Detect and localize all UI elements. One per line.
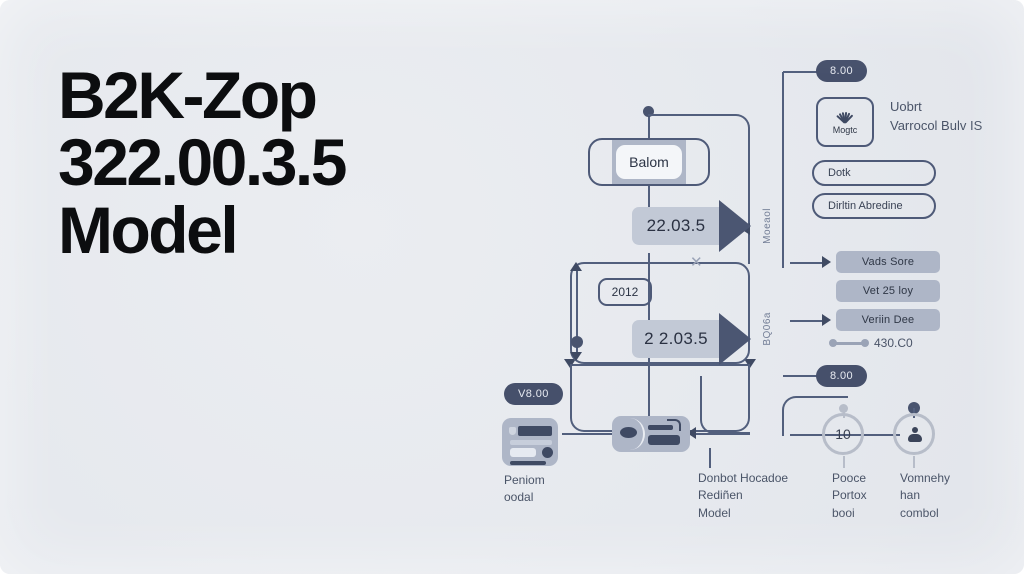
right-bottom-badge[interactable]: 8.00 [816,365,868,387]
arrowhead-mid-in [687,427,696,439]
circle-user[interactable] [893,413,935,455]
right-heading: Uobrt Varrocol Bulv IS [890,99,983,133]
edge-outer-right-rail [648,114,750,264]
right-top-badge[interactable]: 8.00 [816,60,868,82]
bar-button-3[interactable]: Veriin Dee [836,309,940,331]
vertical-label-lower: BQ06a [762,312,773,346]
node-hook [667,419,681,431]
card-bar-3 [510,448,536,457]
node-ellipse [620,427,637,438]
card-bar-4 [510,461,546,465]
arrowhead-left-up [570,262,582,271]
node-balom-label: Balom [616,145,682,179]
bar-button-2[interactable]: Vet 25 loy [836,280,940,302]
bar-button-2-label: Vet 25 loy [862,285,914,297]
arrowhead-rail-left [564,359,576,368]
node-bar-1 [648,425,673,430]
edge-circle-user-tail [913,456,915,468]
node-year-pill[interactable]: 2012 [598,278,652,306]
person-body [907,433,922,442]
arrow-lower-tip [719,313,751,365]
slider-knob-left[interactable] [829,339,837,347]
left-version-badge[interactable]: V8.00 [504,383,563,405]
edge-right-spine-top [782,72,806,268]
card-bar-2 [510,440,552,445]
bar-button-1[interactable]: Vads Sore [836,251,940,273]
arrow-lower-label: 2 2.03.5 [632,320,720,358]
card-bar-1 [518,426,552,436]
edge-top-dot [643,106,654,117]
edge-bottom-rail [570,364,750,366]
node-swoosh [615,418,645,450]
person-icon [907,426,922,442]
pill-button-1[interactable]: Dotk [812,160,936,186]
arrow-upper-label: 22.03.5 [632,207,720,245]
circle-user-caption: Vomnehy han combol [900,471,951,520]
slider-knob-right[interactable] [861,339,869,347]
edge-left-updown [576,268,578,358]
edge-right-bottom-rail [782,396,848,436]
circle-count[interactable]: 10 [822,413,864,455]
edge-circle-count-tail [843,456,845,468]
slider-track[interactable] [829,339,869,347]
card-tab [509,427,516,435]
node-balom[interactable]: Balom [588,138,710,186]
left-card-caption: Peniom oodal [504,473,545,505]
edge-mid-stem [648,364,650,416]
arrowhead-bar-3 [822,314,831,326]
vertical-label-upper: Moeaol [762,208,773,244]
edge-right-bottom-in [783,375,821,377]
slider-value: 430.C0 [874,336,913,350]
circle-count-label: 10 [835,426,851,442]
magic-tile[interactable]: Mogtc [816,97,874,147]
edge-card-feed [562,433,614,435]
edge-mid-return [700,376,750,434]
node-balom-band: Balom [612,140,686,184]
arrow-upper[interactable]: 22.03.5 [632,200,751,252]
bar-button-3-label: Veriin Dee [861,314,915,326]
edge-right-top-in [783,71,821,73]
edge-left-dot [571,336,583,348]
node-bar-2 [648,435,680,445]
edge-bar-1-feed [790,262,826,264]
arrowhead-bar-1 [822,256,831,268]
page-title: B2K-Zop 322.00.3.5 Model [58,58,347,267]
pill-button-2-label: Dirltin Abredine [828,200,903,212]
pill-button-2[interactable]: Dirltin Abredine [812,193,936,219]
document-card-icon[interactable] [502,418,558,466]
arrow-upper-tip [719,200,751,252]
pill-button-1-label: Dotk [828,167,851,179]
node-center-bottom[interactable] [612,416,690,452]
edge-balom-to-arrow1 [648,186,650,212]
circle-count-caption: Pooce Portox booi [832,471,867,520]
person-head [911,426,918,433]
slider-row[interactable]: 430.C0 [829,336,913,350]
edge-arrow1-down [648,253,650,365]
arrowhead-left-down [570,352,582,361]
edge-bar-3-feed [790,320,826,322]
bar-button-1-label: Vads Sore [861,256,915,268]
edge-center-caption-stem [709,448,711,468]
card-dot [542,447,553,458]
edge-mid-in [690,433,750,435]
sparkle-icon [832,110,858,124]
edge-cross-marker: ✕ [690,254,703,271]
center-caption: Donbot Hocadoe Rediñen Model [698,471,789,520]
magic-tile-label: Mogtc [832,124,858,135]
arrow-lower[interactable]: 2 2.03.5 [632,313,751,365]
